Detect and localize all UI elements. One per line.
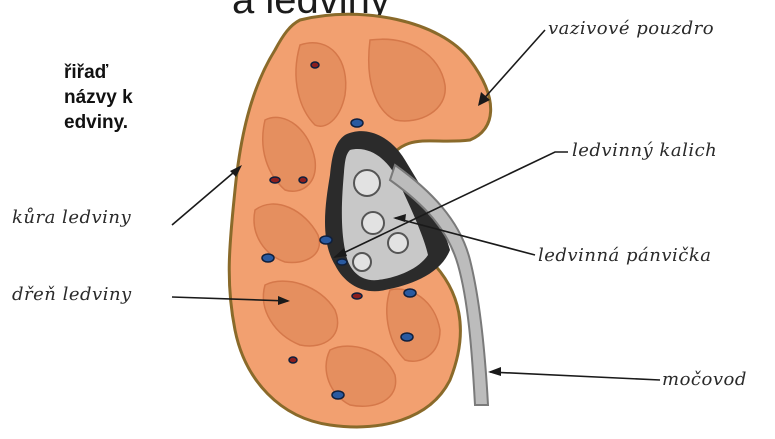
vessel-11 — [289, 357, 297, 363]
label-capsule: vazivové pouzdro — [548, 18, 714, 39]
vessel-1 — [351, 119, 363, 127]
leader-cortex — [172, 167, 240, 225]
leader-ureter — [490, 372, 660, 380]
calyx-1 — [354, 170, 380, 196]
vessel-4 — [404, 289, 416, 297]
vessel-8 — [270, 177, 280, 183]
vessel-3 — [320, 236, 332, 244]
vessel-5 — [332, 391, 344, 399]
vessel-7 — [337, 259, 347, 265]
vessel-6 — [401, 333, 413, 341]
vessel-9 — [311, 62, 319, 68]
label-calyx: ledvinný kalich — [572, 140, 717, 161]
leader-capsule — [480, 30, 545, 103]
label-ureter: močovod — [662, 369, 747, 390]
calyx-4 — [353, 253, 371, 271]
calyx-2 — [362, 212, 384, 234]
label-medulla: dřeň ledviny — [12, 284, 132, 305]
label-pelvis: ledvinná pánvička — [538, 245, 712, 266]
arrowhead-ureter — [488, 367, 501, 376]
vessel-2 — [262, 254, 274, 262]
calyx-3 — [388, 233, 408, 253]
vessel-10 — [352, 293, 362, 299]
label-cortex: kůra ledviny — [12, 207, 131, 228]
vessel-12 — [299, 177, 307, 183]
